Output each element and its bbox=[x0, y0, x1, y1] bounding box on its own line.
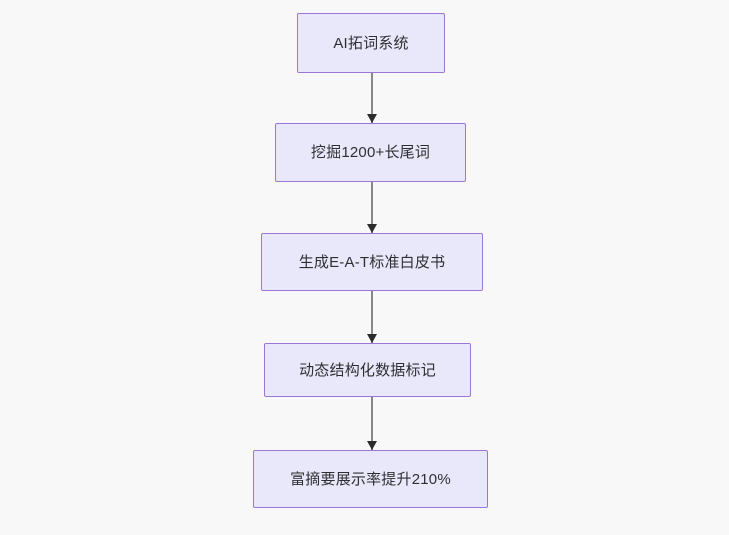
flow-node-structured-data-markup[interactable]: 动态结构化数据标记 bbox=[264, 343, 471, 397]
arrowhead-icon bbox=[367, 334, 377, 343]
flow-node-label: 富摘要展示率提升210% bbox=[290, 470, 451, 488]
arrowhead-icon bbox=[367, 114, 377, 123]
arrowhead-icon bbox=[367, 224, 377, 233]
edge-line bbox=[371, 73, 373, 123]
arrowhead-icon bbox=[367, 441, 377, 450]
flow-node-ai-keyword-system[interactable]: AI拓词系统 bbox=[297, 13, 445, 73]
edge-line bbox=[371, 182, 373, 233]
edge-line bbox=[371, 291, 373, 343]
flow-node-label: AI拓词系统 bbox=[333, 34, 409, 52]
edge-line bbox=[371, 397, 373, 450]
flow-node-label: 挖掘1200+长尾词 bbox=[310, 144, 431, 161]
flow-node-label: 动态结构化数据标记 bbox=[299, 361, 436, 379]
flow-node-eat-whitepaper[interactable]: 生成E-A-T标准白皮书 bbox=[261, 233, 483, 291]
flow-node-label: 生成E-A-T标准白皮书 bbox=[298, 253, 446, 271]
flow-node-longtail-mining[interactable]: 挖掘1200+长尾词 bbox=[275, 123, 466, 182]
flow-node-rich-snippet-uplift[interactable]: 富摘要展示率提升210% bbox=[253, 450, 488, 508]
